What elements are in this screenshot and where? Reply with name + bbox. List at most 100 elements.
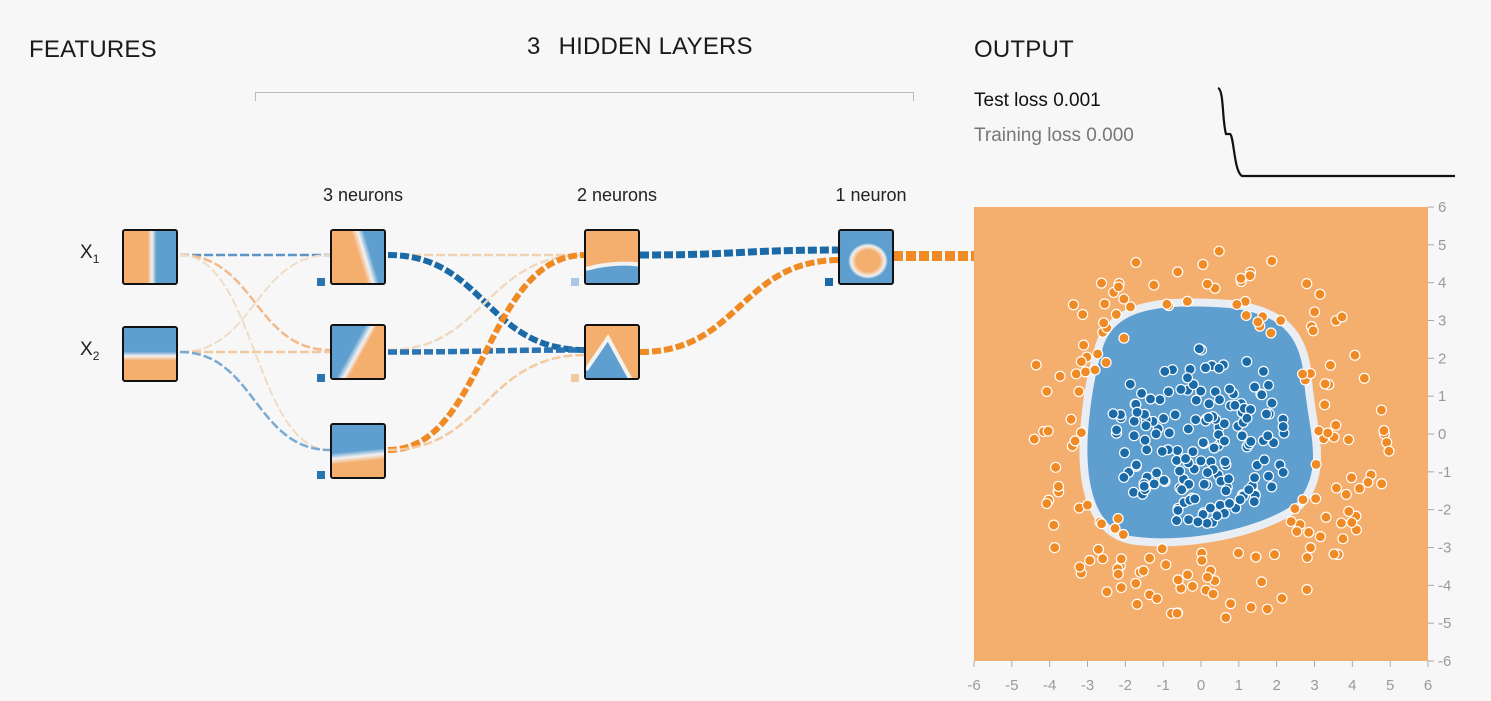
x-tick-label: 6 (1424, 677, 1432, 694)
x-tick-label: 4 (1348, 677, 1356, 694)
orange-point (1220, 611, 1232, 624)
orange-point (1289, 503, 1301, 515)
orange-point (1042, 425, 1054, 437)
y-tick-label: -4 (1438, 577, 1451, 594)
blue-point (1189, 493, 1201, 505)
x-tick-label: -5 (1005, 677, 1018, 694)
blue-point (1262, 430, 1274, 442)
link-l2-out (639, 257, 841, 355)
blue-point (1183, 514, 1195, 526)
orange-point (1172, 266, 1184, 278)
bias-output[interactable] (825, 278, 833, 286)
blue-point (1135, 387, 1148, 399)
blue-point (1218, 418, 1230, 430)
x-tick-label: -2 (1119, 677, 1132, 694)
blue-point (1151, 467, 1163, 479)
link-x2-h3 (179, 350, 331, 452)
orange-point (1362, 476, 1374, 488)
orange-point (1092, 348, 1104, 360)
output-neuron[interactable] (838, 229, 894, 285)
orange-point (1118, 293, 1130, 305)
orange-point (1201, 278, 1213, 290)
blue-point (1156, 445, 1168, 457)
bias-h2-1[interactable] (571, 278, 579, 286)
blue-point (1195, 455, 1207, 467)
orange-point (1330, 419, 1342, 431)
orange-point (1160, 559, 1172, 571)
hidden-layers-bracket (255, 92, 914, 101)
x-tick-label: -4 (1043, 677, 1056, 694)
orange-point (1310, 493, 1322, 505)
orange-point (1322, 427, 1334, 439)
bias-h2-2[interactable] (571, 374, 579, 382)
orange-point (1345, 472, 1358, 484)
y-tick-label: -3 (1438, 540, 1451, 557)
x-tick-label: 2 (1272, 677, 1280, 694)
neuron-h2-2[interactable] (584, 324, 640, 380)
feature-node-x1[interactable] (122, 229, 178, 285)
orange-point (1101, 586, 1113, 598)
blue-point (1150, 428, 1162, 440)
blue-point (1257, 365, 1270, 377)
orange-point (1095, 277, 1108, 289)
blue-point (1249, 381, 1261, 393)
blue-point (1192, 516, 1204, 528)
blue-point (1241, 356, 1253, 368)
orange-point (1112, 281, 1125, 293)
orange-point (1297, 494, 1309, 506)
orange-point (1207, 588, 1219, 600)
neuron-h1-2[interactable] (330, 324, 386, 380)
bias-h1-2[interactable] (317, 374, 325, 382)
blue-point (1182, 423, 1194, 435)
orange-point (1303, 526, 1315, 538)
blue-point (1118, 471, 1130, 484)
orange-point (1117, 528, 1129, 541)
feature-node-x2[interactable] (122, 326, 178, 382)
orange-point (1186, 580, 1199, 592)
data-points (1028, 245, 1395, 624)
blue-point (1138, 480, 1150, 492)
blue-point (1127, 486, 1140, 498)
blue-point (1208, 442, 1220, 454)
orange-point (1099, 298, 1111, 310)
orange-point (1065, 413, 1077, 425)
orange-point (1250, 551, 1262, 563)
orange-point (1067, 299, 1080, 311)
orange-point (1118, 332, 1130, 344)
orange-point (1151, 592, 1163, 605)
orange-point (1097, 553, 1109, 565)
blue-point (1213, 362, 1225, 374)
orange-point (1301, 551, 1313, 564)
bias-h1-3[interactable] (317, 471, 325, 479)
orange-point (1028, 433, 1040, 445)
orange-point (1078, 339, 1090, 351)
link-x1-h3 (179, 254, 331, 451)
link-h3-l1 (387, 252, 586, 453)
y-tick-label: -1 (1438, 464, 1451, 481)
orange-point (1244, 270, 1256, 282)
blue-point (1190, 394, 1202, 406)
orange-point (1255, 576, 1268, 588)
blue-point (1171, 454, 1183, 467)
blue-point (1154, 394, 1166, 406)
orange-point (1112, 568, 1124, 580)
neuron-h1-3[interactable] (330, 423, 386, 479)
y-tick-label: 1 (1438, 388, 1446, 405)
blue-point (1266, 481, 1278, 493)
neuron-h2-1[interactable] (584, 229, 640, 285)
features-title: FEATURES (29, 36, 157, 63)
orange-point (1137, 565, 1150, 577)
orange-point (1110, 308, 1122, 320)
blue-point (1201, 466, 1214, 479)
neuron-h1-1[interactable] (330, 229, 386, 285)
hidden-layer-count[interactable]: 3 (527, 33, 541, 60)
orange-point (1330, 482, 1343, 494)
orange-point (1266, 255, 1278, 267)
bias-h1-1[interactable] (317, 278, 325, 286)
blue-point (1118, 447, 1131, 459)
link-h3-l2 (387, 353, 586, 452)
x-tick-label: 3 (1310, 677, 1318, 694)
